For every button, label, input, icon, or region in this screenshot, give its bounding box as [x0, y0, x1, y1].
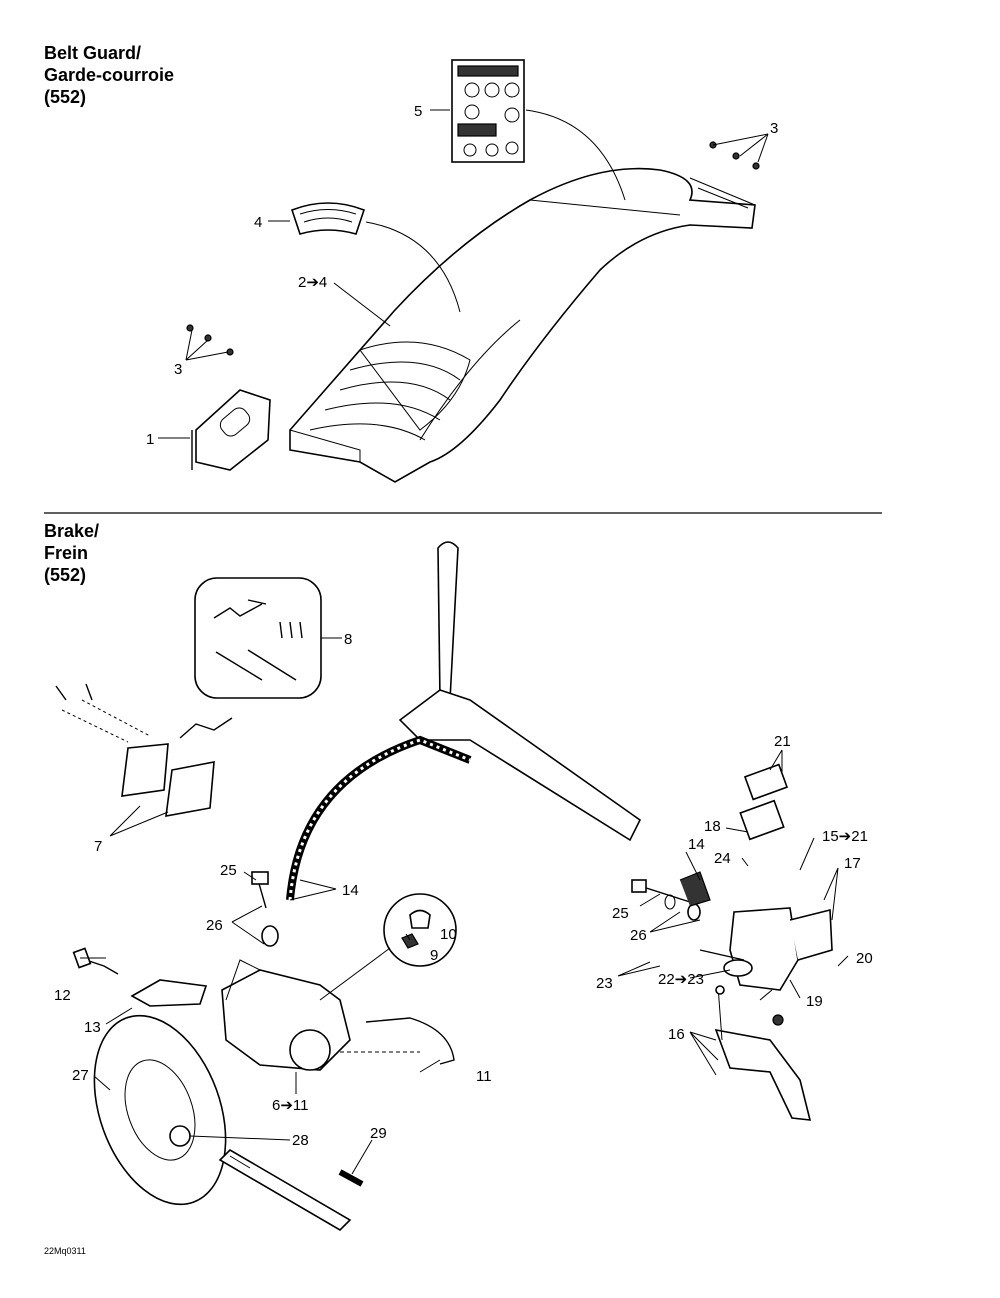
warning-decal — [451, 59, 525, 163]
callout-labels: 1 2➔4 3 3 4 5 6➔11 7 8 9 10 11 12 13 14 … — [54, 103, 873, 1149]
callout-15: 15➔21 — [822, 828, 868, 845]
callout-8: 8 — [344, 631, 352, 648]
nuts-left — [186, 324, 234, 356]
callout-6: 6➔11 — [272, 1097, 308, 1114]
bleeder-detail — [383, 893, 457, 967]
brake-title-fr: Frein — [44, 543, 89, 563]
callout-2: 2➔4 — [298, 274, 327, 291]
callout-3-top: 3 — [770, 120, 778, 137]
brake-pads — [55, 683, 233, 817]
guard-bracket — [191, 389, 271, 471]
callout-29: 29 — [370, 1125, 387, 1142]
belt-guard-model: (552) — [44, 87, 87, 107]
callout-26-left: 26 — [206, 917, 223, 934]
callout-22: 22➔23 — [658, 971, 704, 988]
callout-11: 11 — [476, 1068, 492, 1085]
callout-25-right: 25 — [612, 905, 629, 922]
callout-10: 10 — [440, 926, 457, 943]
callout-19: 19 — [806, 993, 823, 1010]
brake-heading: Brake/ Frein (552) — [44, 520, 99, 586]
master-cylinder — [699, 763, 833, 1001]
callout-5: 5 — [414, 103, 422, 120]
callout-26-right: 26 — [630, 927, 647, 944]
callout-16: 16 — [668, 1026, 685, 1043]
callout-13: 13 — [84, 1019, 101, 1036]
brake-disc — [93, 1014, 227, 1206]
belt-guard-cover — [289, 167, 756, 483]
shaft-key — [338, 1169, 364, 1187]
brake-lever — [714, 1028, 812, 1121]
callout-21: 21 — [774, 733, 791, 750]
brake-illustration — [55, 541, 849, 1232]
callout-1: 1 — [146, 431, 154, 448]
nuts-top — [709, 141, 760, 170]
belt-guard-title-en: Belt Guard/ — [44, 43, 142, 63]
callout-9: 9 — [430, 947, 438, 964]
brake-line — [365, 1017, 455, 1065]
callout-18: 18 — [704, 818, 721, 835]
belt-guard-title-fr: Garde-courroie — [44, 65, 175, 85]
callout-28: 28 — [292, 1132, 309, 1149]
pin-kit-box — [194, 577, 322, 699]
callout-24: 24 — [714, 850, 731, 867]
drive-shaft — [218, 1148, 352, 1232]
guard-nameplate — [291, 202, 365, 235]
callout-14-left: 14 — [342, 882, 359, 899]
brake-hose — [286, 735, 472, 901]
callout-25-left: 25 — [220, 862, 237, 879]
callout-23: 23 — [596, 975, 613, 992]
callout-7: 7 — [94, 838, 102, 855]
handlebar — [398, 541, 642, 842]
callout-12: 12 — [54, 987, 71, 1004]
callout-20: 20 — [856, 950, 873, 967]
callout-17: 17 — [844, 855, 861, 872]
brake-model: (552) — [44, 565, 87, 585]
callout-27: 27 — [72, 1067, 89, 1084]
brake-title-en: Brake/ — [44, 521, 100, 541]
figure-code: 22Mq0311 — [44, 1246, 86, 1256]
belt-guard-heading: Belt Guard/ Garde-courroie (552) — [44, 42, 174, 108]
callout-4: 4 — [254, 214, 262, 231]
callout-14-right: 14 — [688, 836, 705, 853]
callout-3-left: 3 — [174, 361, 182, 378]
brake-caliper — [221, 959, 351, 1071]
belt-guard-illustration — [158, 59, 769, 483]
